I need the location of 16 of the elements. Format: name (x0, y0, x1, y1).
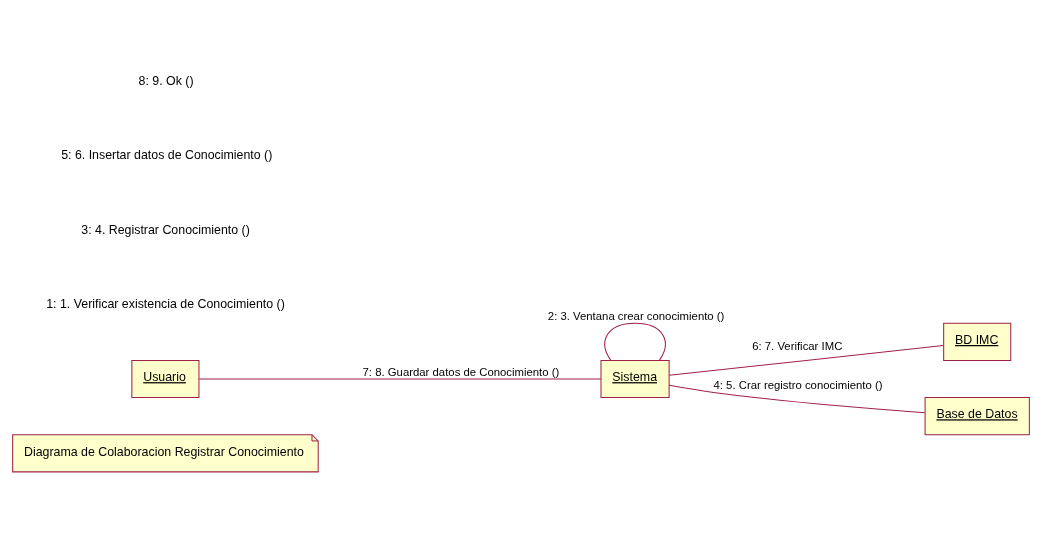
edge-label: 4: 5. Crar registro conocimiento () (713, 378, 883, 391)
label: 1: 1. Verificar existencia de Conocimiento () (46, 296, 285, 311)
node-box: Base de Datos (924, 396, 1030, 435)
node-box: Usuario (131, 359, 200, 398)
edge-label: 2: 3. Ventana crear conocimiento () (547, 309, 725, 322)
label: 8: 9. Ok () (138, 73, 194, 88)
node-box: BD IMC (943, 322, 1012, 361)
connector (668, 344, 944, 376)
edge-label: 6: 7. Verificar IMC (752, 339, 843, 352)
connector (668, 384, 926, 413)
label: 5: 6. Insertar datos de Conocimiento () (61, 147, 273, 162)
connector (604, 322, 666, 361)
node-box: Sistema (600, 359, 670, 398)
label: 3: 4. Registrar Conocimiento () (81, 222, 250, 237)
connector (198, 377, 602, 379)
edge-label: 7: 8. Guardar datos de Conocimiento () (362, 365, 560, 378)
